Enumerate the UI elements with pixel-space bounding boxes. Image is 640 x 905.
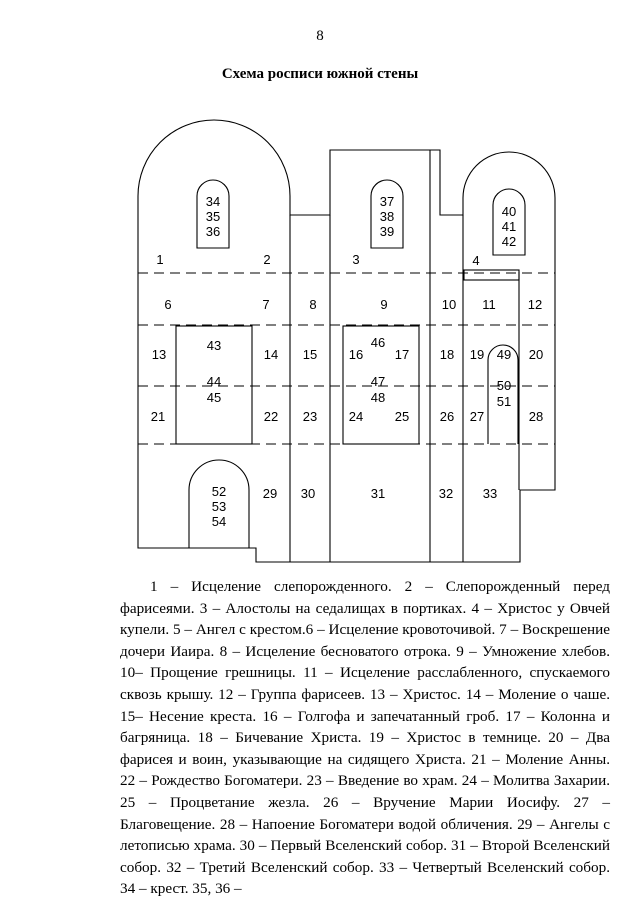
label-12: 12	[528, 297, 542, 312]
panel-mid-label: 47	[371, 374, 385, 389]
door-label: 54	[212, 514, 226, 529]
label-6: 6	[164, 297, 171, 312]
door-label: 53	[212, 499, 226, 514]
window-right-label: 42	[502, 234, 516, 249]
window-mid	[370, 179, 404, 249]
label-11: 11	[482, 297, 496, 312]
label-31: 31	[371, 486, 385, 501]
window-left	[196, 179, 230, 249]
window-mid-label: 39	[380, 224, 394, 239]
label-23: 23	[303, 409, 317, 424]
label-10: 10	[442, 297, 456, 312]
window-mid-label: 38	[380, 209, 394, 224]
label-19: 19	[470, 347, 484, 362]
label-3: 3	[352, 252, 359, 267]
frame-11	[463, 269, 520, 281]
window-right-label: 41	[502, 219, 516, 234]
panel-left	[175, 325, 253, 445]
wall-outline	[137, 119, 556, 563]
label-25: 25	[395, 409, 409, 424]
niche-right	[487, 344, 519, 444]
page-title: Схема росписи южной стены	[221, 66, 419, 82]
page-number: 8	[316, 28, 324, 44]
window-right	[492, 188, 526, 256]
panel-mid-label: 46	[371, 335, 385, 350]
label-1: 1	[156, 252, 163, 267]
niche-right-label: 49	[497, 347, 511, 362]
label-26: 26	[440, 409, 454, 424]
label-17: 17	[395, 347, 409, 362]
label-24: 24	[349, 409, 363, 424]
label-20: 20	[529, 347, 543, 362]
label-27: 27	[470, 409, 484, 424]
window-left-label: 36	[206, 224, 220, 239]
label-29: 29	[263, 486, 277, 501]
label-28: 28	[529, 409, 543, 424]
door	[188, 459, 250, 548]
panel-left-label: 45	[207, 390, 221, 405]
label-21: 21	[151, 409, 165, 424]
label-13: 13	[152, 347, 166, 362]
label-30: 30	[301, 486, 315, 501]
label-4: 4	[472, 253, 479, 268]
label-16: 16	[349, 347, 363, 362]
niche-right-label: 51	[497, 394, 511, 409]
label-22: 22	[264, 409, 278, 424]
label-18: 18	[440, 347, 454, 362]
label-9: 9	[380, 297, 387, 312]
window-mid-label: 37	[380, 194, 394, 209]
label-14: 14	[264, 347, 278, 362]
window-left-label: 34	[206, 194, 220, 209]
panel-mid-label: 48	[371, 390, 385, 405]
label-15: 15	[303, 347, 317, 362]
niche-right-label: 50	[497, 378, 511, 393]
label-32: 32	[439, 486, 453, 501]
window-right-label: 40	[502, 204, 516, 219]
window-left-label: 35	[206, 209, 220, 224]
panel-left-label: 44	[207, 374, 221, 389]
door-label: 52	[212, 484, 226, 499]
legend-text: 1 – Исцеление слепорожденного. 2 – Слепо…	[120, 578, 610, 898]
panel-left-label: 43	[207, 338, 221, 353]
label-2: 2	[263, 252, 270, 267]
label-8: 8	[309, 297, 316, 312]
label-33: 33	[483, 486, 497, 501]
label-7: 7	[262, 297, 269, 312]
